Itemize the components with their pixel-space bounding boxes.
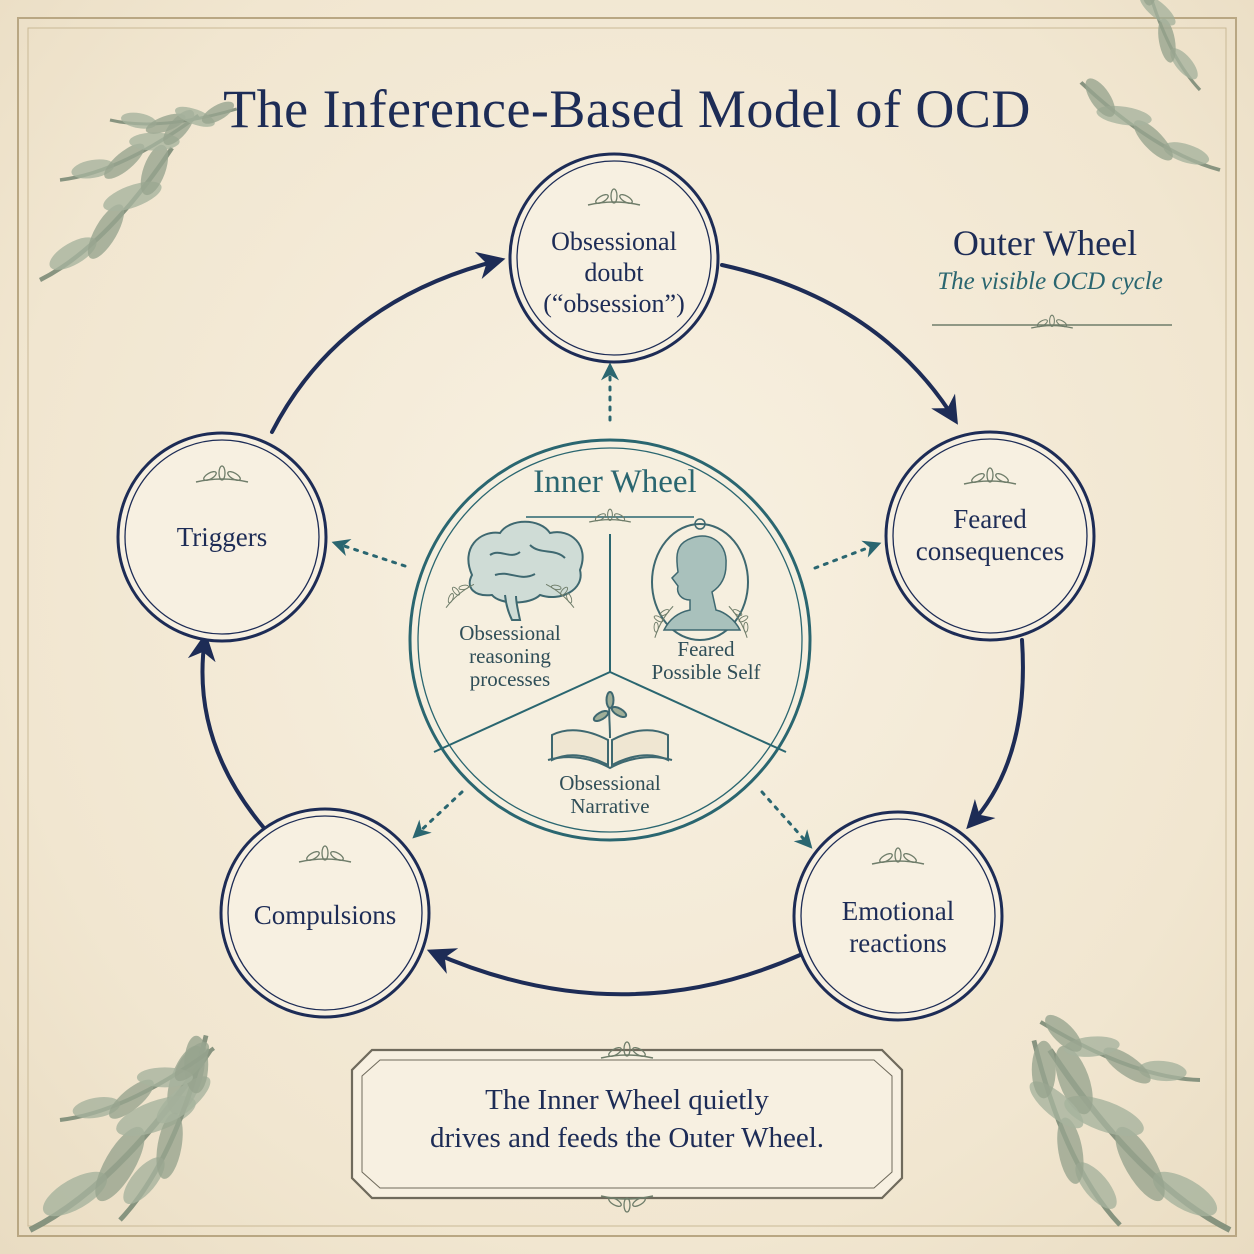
arrow-triggers-to-doubt <box>270 251 506 434</box>
inner-label-feared-possible-self: Feared Possible Self <box>628 637 784 685</box>
dotted-arrow-to-triggers <box>331 538 407 568</box>
decorative-frame <box>17 17 1237 1237</box>
dotted-arrow-to-compulsions <box>412 790 464 839</box>
caption-frame <box>350 1041 904 1213</box>
leaf-decoration-bottom-left <box>30 999 257 1230</box>
label-line: Possible Self <box>651 660 761 685</box>
node-compulsions <box>219 807 431 1019</box>
dotted-arrow-to-consequences <box>813 540 882 570</box>
label-line: Obsessional <box>459 621 561 645</box>
outer-node-circles <box>116 152 1096 1022</box>
node-label-emotional-reactions: Emotional reactions <box>798 896 998 960</box>
label-line: Triggers <box>176 522 268 552</box>
caption-line: The Inner Wheel quietly <box>485 1084 769 1116</box>
outer-wheel-subtitle: The visible OCD cycle <box>937 268 1163 295</box>
label-line: processes <box>469 667 551 692</box>
label-line: Compulsions <box>253 900 397 930</box>
node-triggers <box>116 431 328 643</box>
label-line: Narrative <box>570 794 650 819</box>
node-feared-consequences <box>884 430 1096 642</box>
dotted-arrow-to-emotions <box>760 790 813 849</box>
label-line: reactions <box>849 927 947 958</box>
outer-wheel-heading: Outer Wheel <box>952 223 1138 263</box>
label-line: Obsessional <box>551 227 677 256</box>
node-obsessional-doubt <box>508 152 720 364</box>
open-book-icon <box>547 691 673 770</box>
arrow-consequences-to-emotions <box>966 638 1025 830</box>
node-label-obsessional-doubt: Obsessional doubt (“obsession”) <box>514 226 714 320</box>
inner-influence-arrows <box>331 362 882 849</box>
caption-text: The Inner Wheel quietly drives and feeds… <box>372 1082 882 1157</box>
outer-cycle-arrows <box>187 251 1025 997</box>
label-line: consequences <box>915 535 1065 566</box>
leaf-decoration-bottom-right <box>983 963 1230 1230</box>
node-emotional-reactions <box>792 810 1004 1022</box>
label-line: reasoning <box>469 644 551 669</box>
arrow-compulsions-to-triggers <box>187 632 266 830</box>
brain-icon <box>438 520 584 621</box>
label-line: Feared <box>953 504 1027 534</box>
node-label-compulsions: Compulsions <box>225 900 425 932</box>
node-label-triggers: Triggers <box>122 522 322 554</box>
inner-label-obsessional-narrative: Obsessional Narrative <box>530 771 690 819</box>
label-line: Obsessional <box>559 771 661 795</box>
caption-line: drives and feeds the Outer Wheel. <box>429 1121 825 1154</box>
arrow-emotions-to-compulsions <box>426 948 802 997</box>
label-line: doubt <box>584 258 644 288</box>
label-line: Feared <box>677 637 735 661</box>
page-title: The Inference-Based Model of OCD <box>223 79 1031 139</box>
inner-label-obsessional-reasoning: Obsessional reasoning processes <box>430 621 590 692</box>
label-line: Emotional <box>841 896 955 926</box>
inner-wheel-heading: Inner Wheel <box>533 464 697 500</box>
label-line: (“obsession”) <box>543 289 685 319</box>
node-label-feared-consequences: Feared consequences <box>890 504 1090 568</box>
outer-wheel-divider <box>932 314 1172 329</box>
head-profile-icon <box>644 518 758 641</box>
arrow-doubt-to-consequences <box>720 263 958 425</box>
